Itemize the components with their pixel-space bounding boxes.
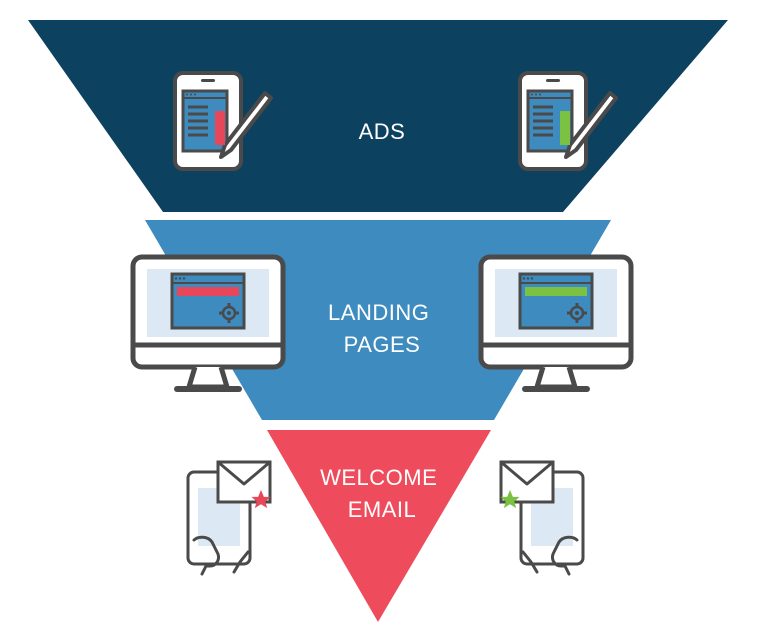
funnel-label-welcome-email: WELCOME EMAIL <box>320 465 444 522</box>
funnel-stage-ads <box>28 20 728 212</box>
tablet-pen-green-icon <box>518 71 618 171</box>
funnel-stage-welcome-email <box>267 430 491 622</box>
phone-email-red-star-icon <box>186 460 272 576</box>
monitor-green-icon <box>481 257 631 389</box>
tablet-pen-red-icon <box>173 71 273 171</box>
phone-email-green-star-icon <box>499 460 585 576</box>
funnel-label-landing-pages: LANDING PAGES <box>328 300 436 357</box>
funnel-label-ads: ADS <box>359 119 406 144</box>
monitor-red-icon <box>133 257 283 389</box>
